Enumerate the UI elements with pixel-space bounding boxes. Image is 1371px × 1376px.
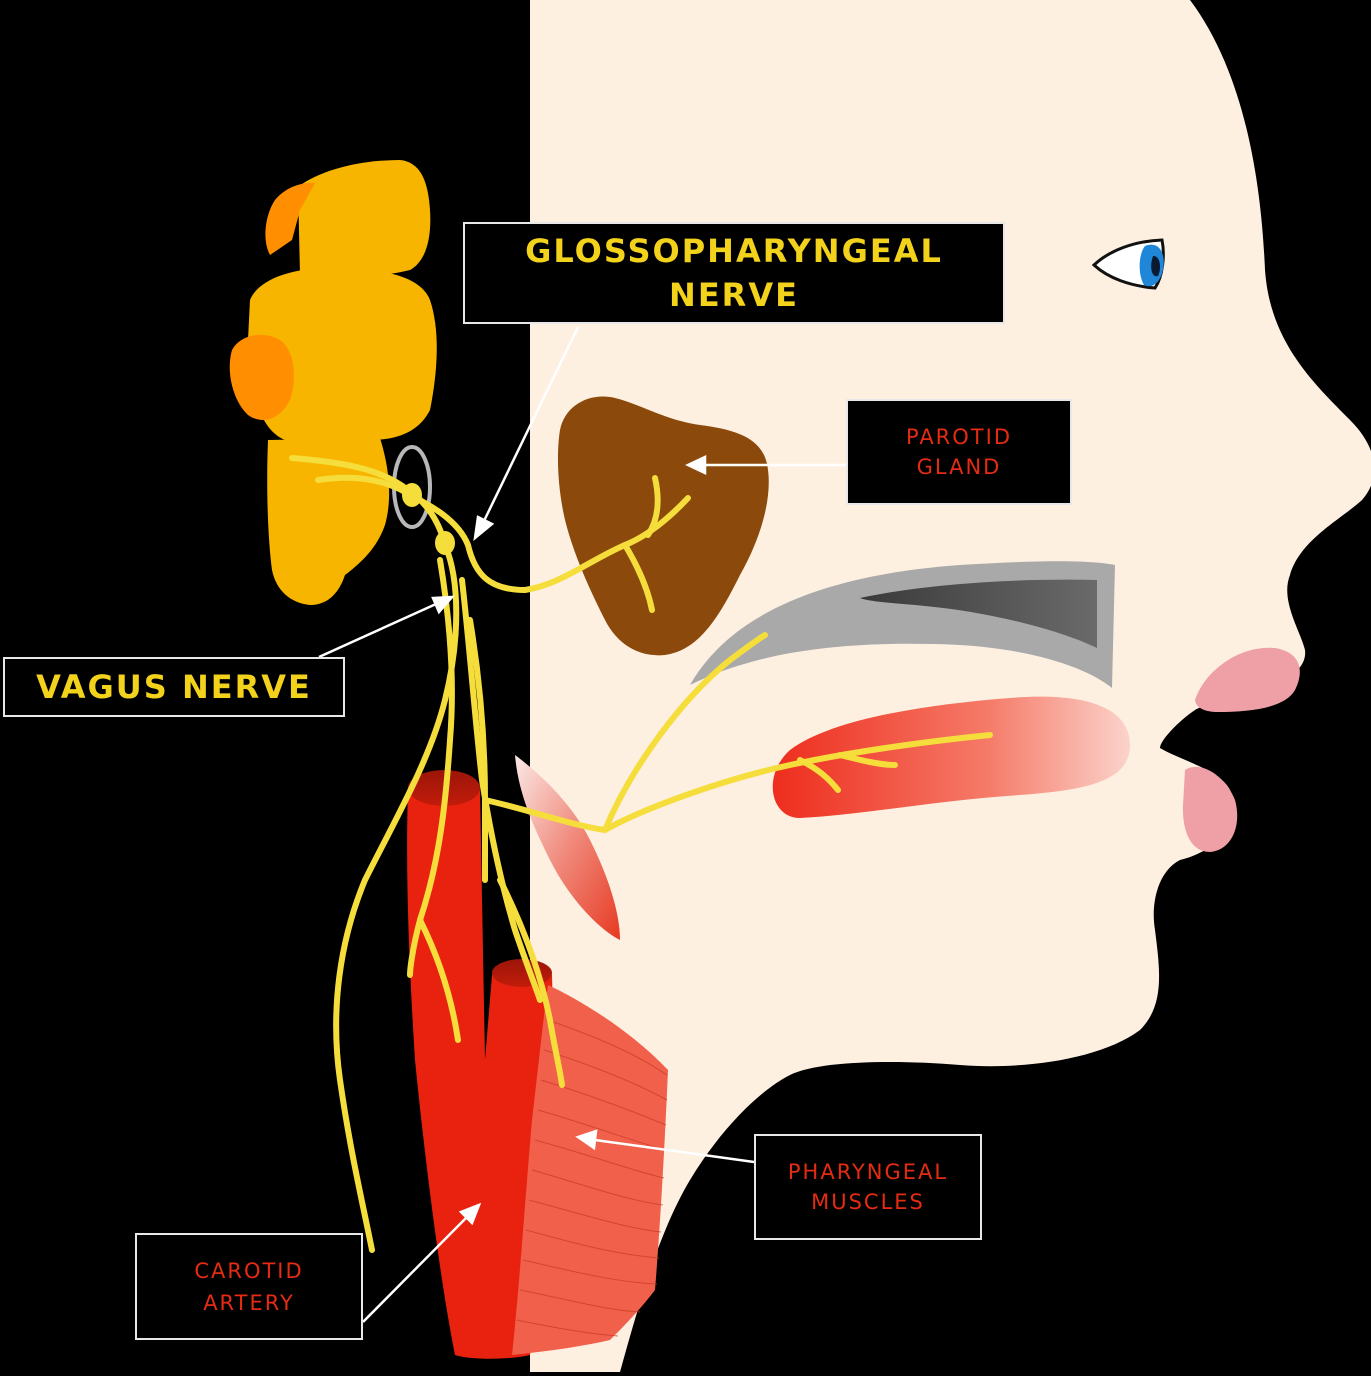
label-line: NERVE (669, 276, 799, 314)
label-line: PHARYNGEAL (787, 1160, 949, 1184)
pointer-arrows (318, 326, 846, 1323)
tongue (772, 696, 1130, 818)
nerve-fibers (289, 455, 993, 1253)
face-silhouette (530, 0, 1371, 1372)
parotid-gland-label: PAROTID GLAND (846, 399, 1072, 505)
label-line: ARTERY (203, 1290, 295, 1315)
carotid-artery-label: CAROTID ARTERY (135, 1233, 363, 1340)
label-line: MUSCLES (811, 1190, 925, 1214)
upper-lip (1195, 647, 1300, 712)
inferior-ganglion (435, 531, 455, 555)
eye-icon (1091, 238, 1165, 290)
lower-lip (1182, 766, 1238, 852)
glossopharyngeal-nerve-label: GLOSSOPHARYNGEAL NERVE (463, 222, 1005, 324)
label-line: PAROTID (906, 425, 1012, 449)
stylopharyngeus-muscle (515, 755, 620, 940)
label-line: GLOSSOPHARYNGEAL (525, 232, 943, 270)
pharyngeal-muscles (512, 985, 668, 1355)
hard-palate (690, 561, 1115, 688)
vagus-nerve-label: VAGUS NERVE (3, 657, 345, 717)
superior-ganglion (402, 483, 422, 507)
brainstem (229, 160, 437, 605)
label-line: CAROTID (194, 1258, 304, 1283)
label-line: GLAND (916, 455, 1002, 479)
label-line: VAGUS NERVE (36, 668, 312, 706)
parotid-gland (557, 396, 769, 656)
pharyngeal-muscles-label: PHARYNGEAL MUSCLES (754, 1134, 982, 1240)
